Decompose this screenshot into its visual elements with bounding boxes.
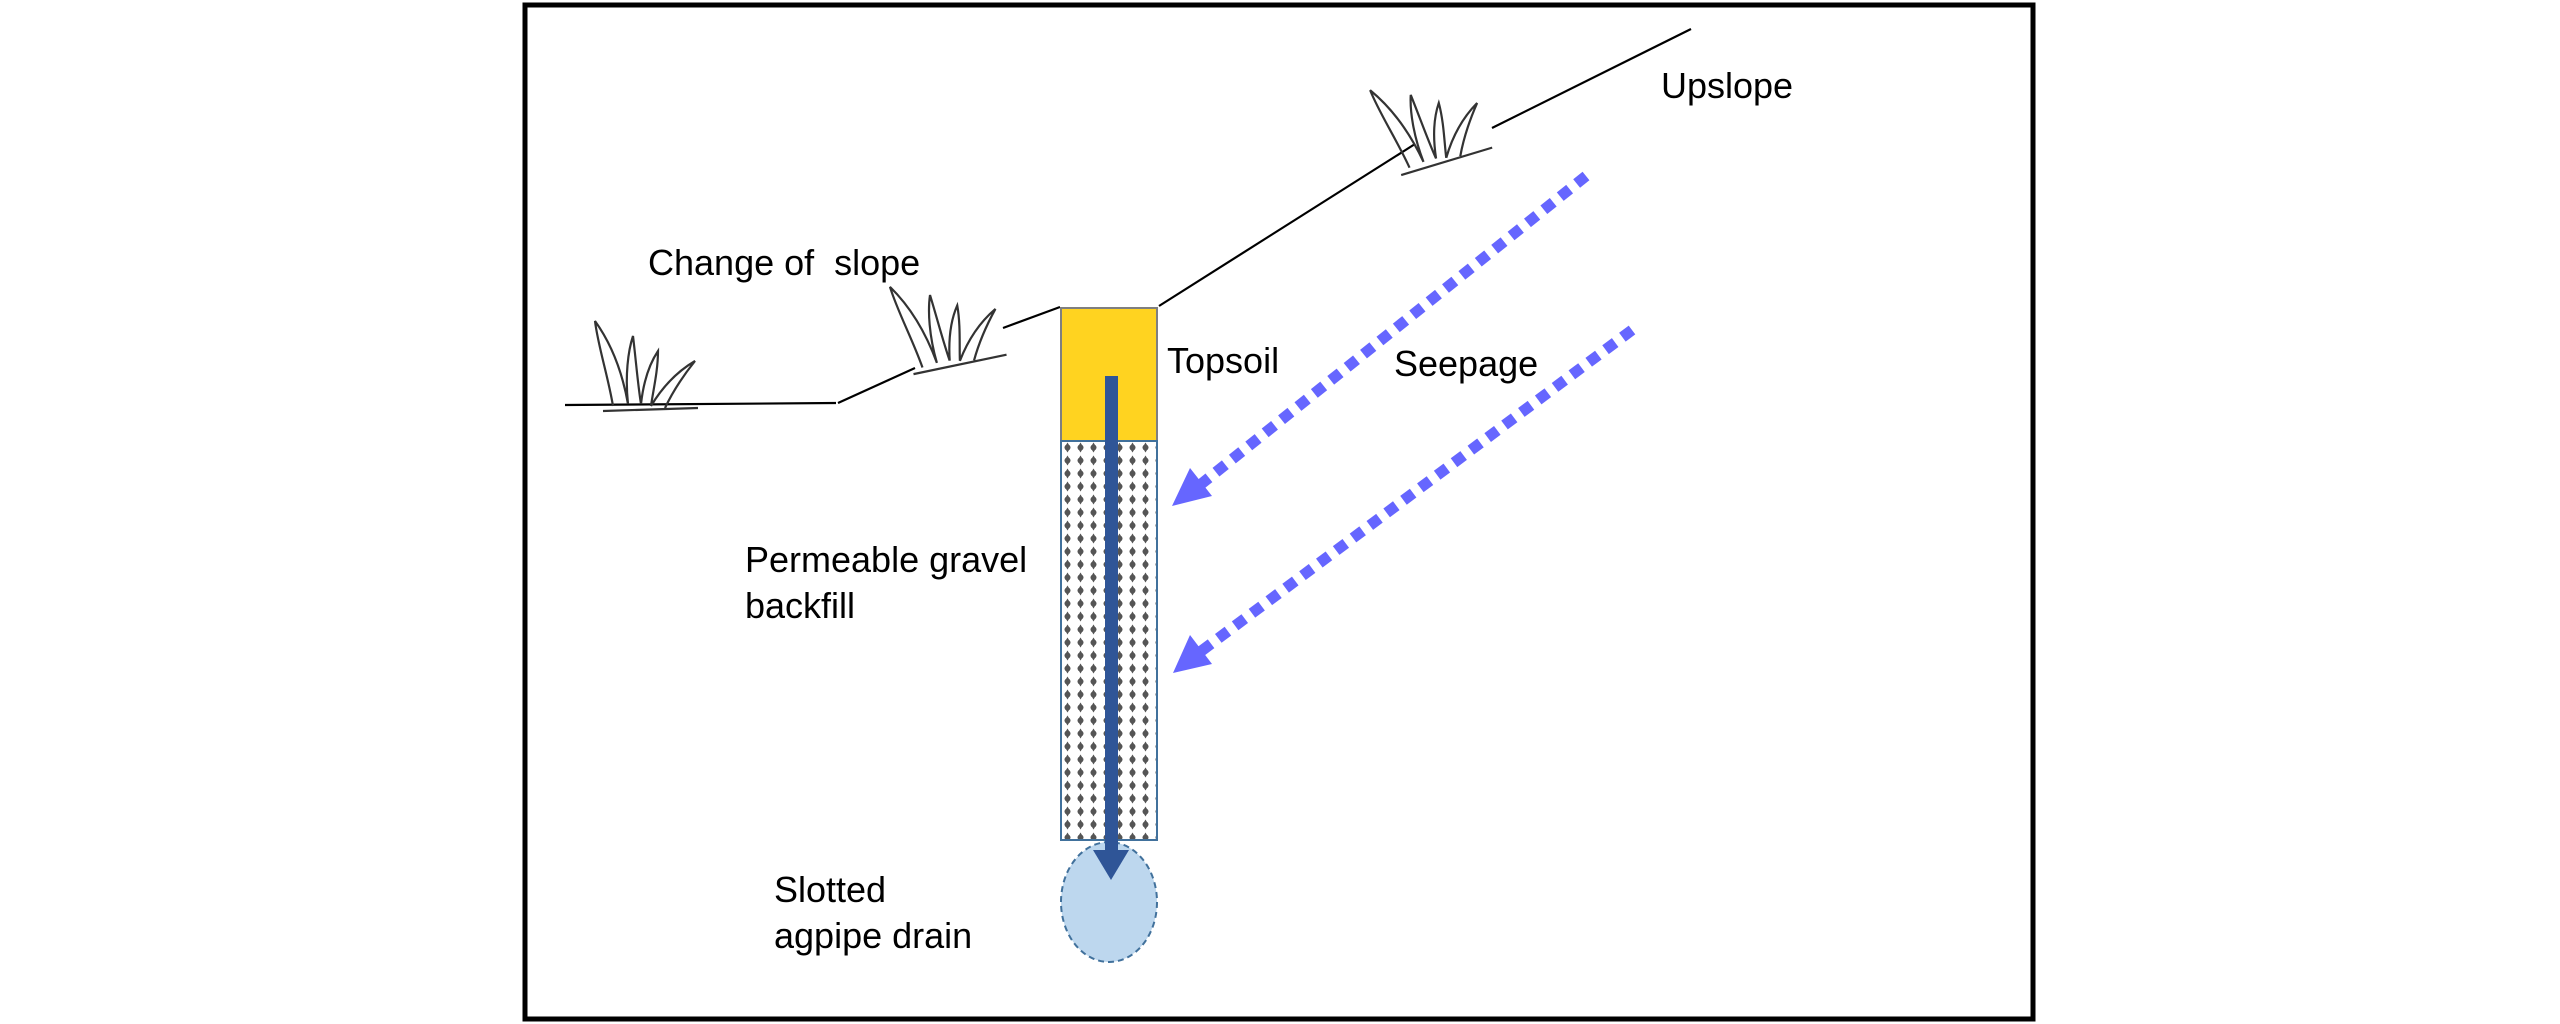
drain-label-line1: Slotted — [774, 869, 886, 910]
grass-tuft-icon — [593, 319, 700, 413]
gravel-label-line2: backfill — [745, 585, 855, 626]
upslope-label: Upslope — [1661, 65, 1793, 106]
water-flow-arrow — [1093, 376, 1129, 880]
change-of-slope-label: Change of slope — [648, 242, 920, 283]
ground-surface — [564, 28, 1692, 407]
topsoil-label: Topsoil — [1167, 340, 1279, 381]
seepage-arrow — [1172, 171, 1590, 506]
seepage-arrow — [1173, 325, 1636, 673]
drain-label-line2: agpipe drain — [774, 915, 972, 956]
diagram-frame — [522, 2, 2036, 1022]
seepage-label: Seepage — [1394, 343, 1538, 384]
gravel-label-line1: Permeable gravel — [745, 539, 1027, 580]
grass-tuft-icon — [888, 267, 1009, 377]
